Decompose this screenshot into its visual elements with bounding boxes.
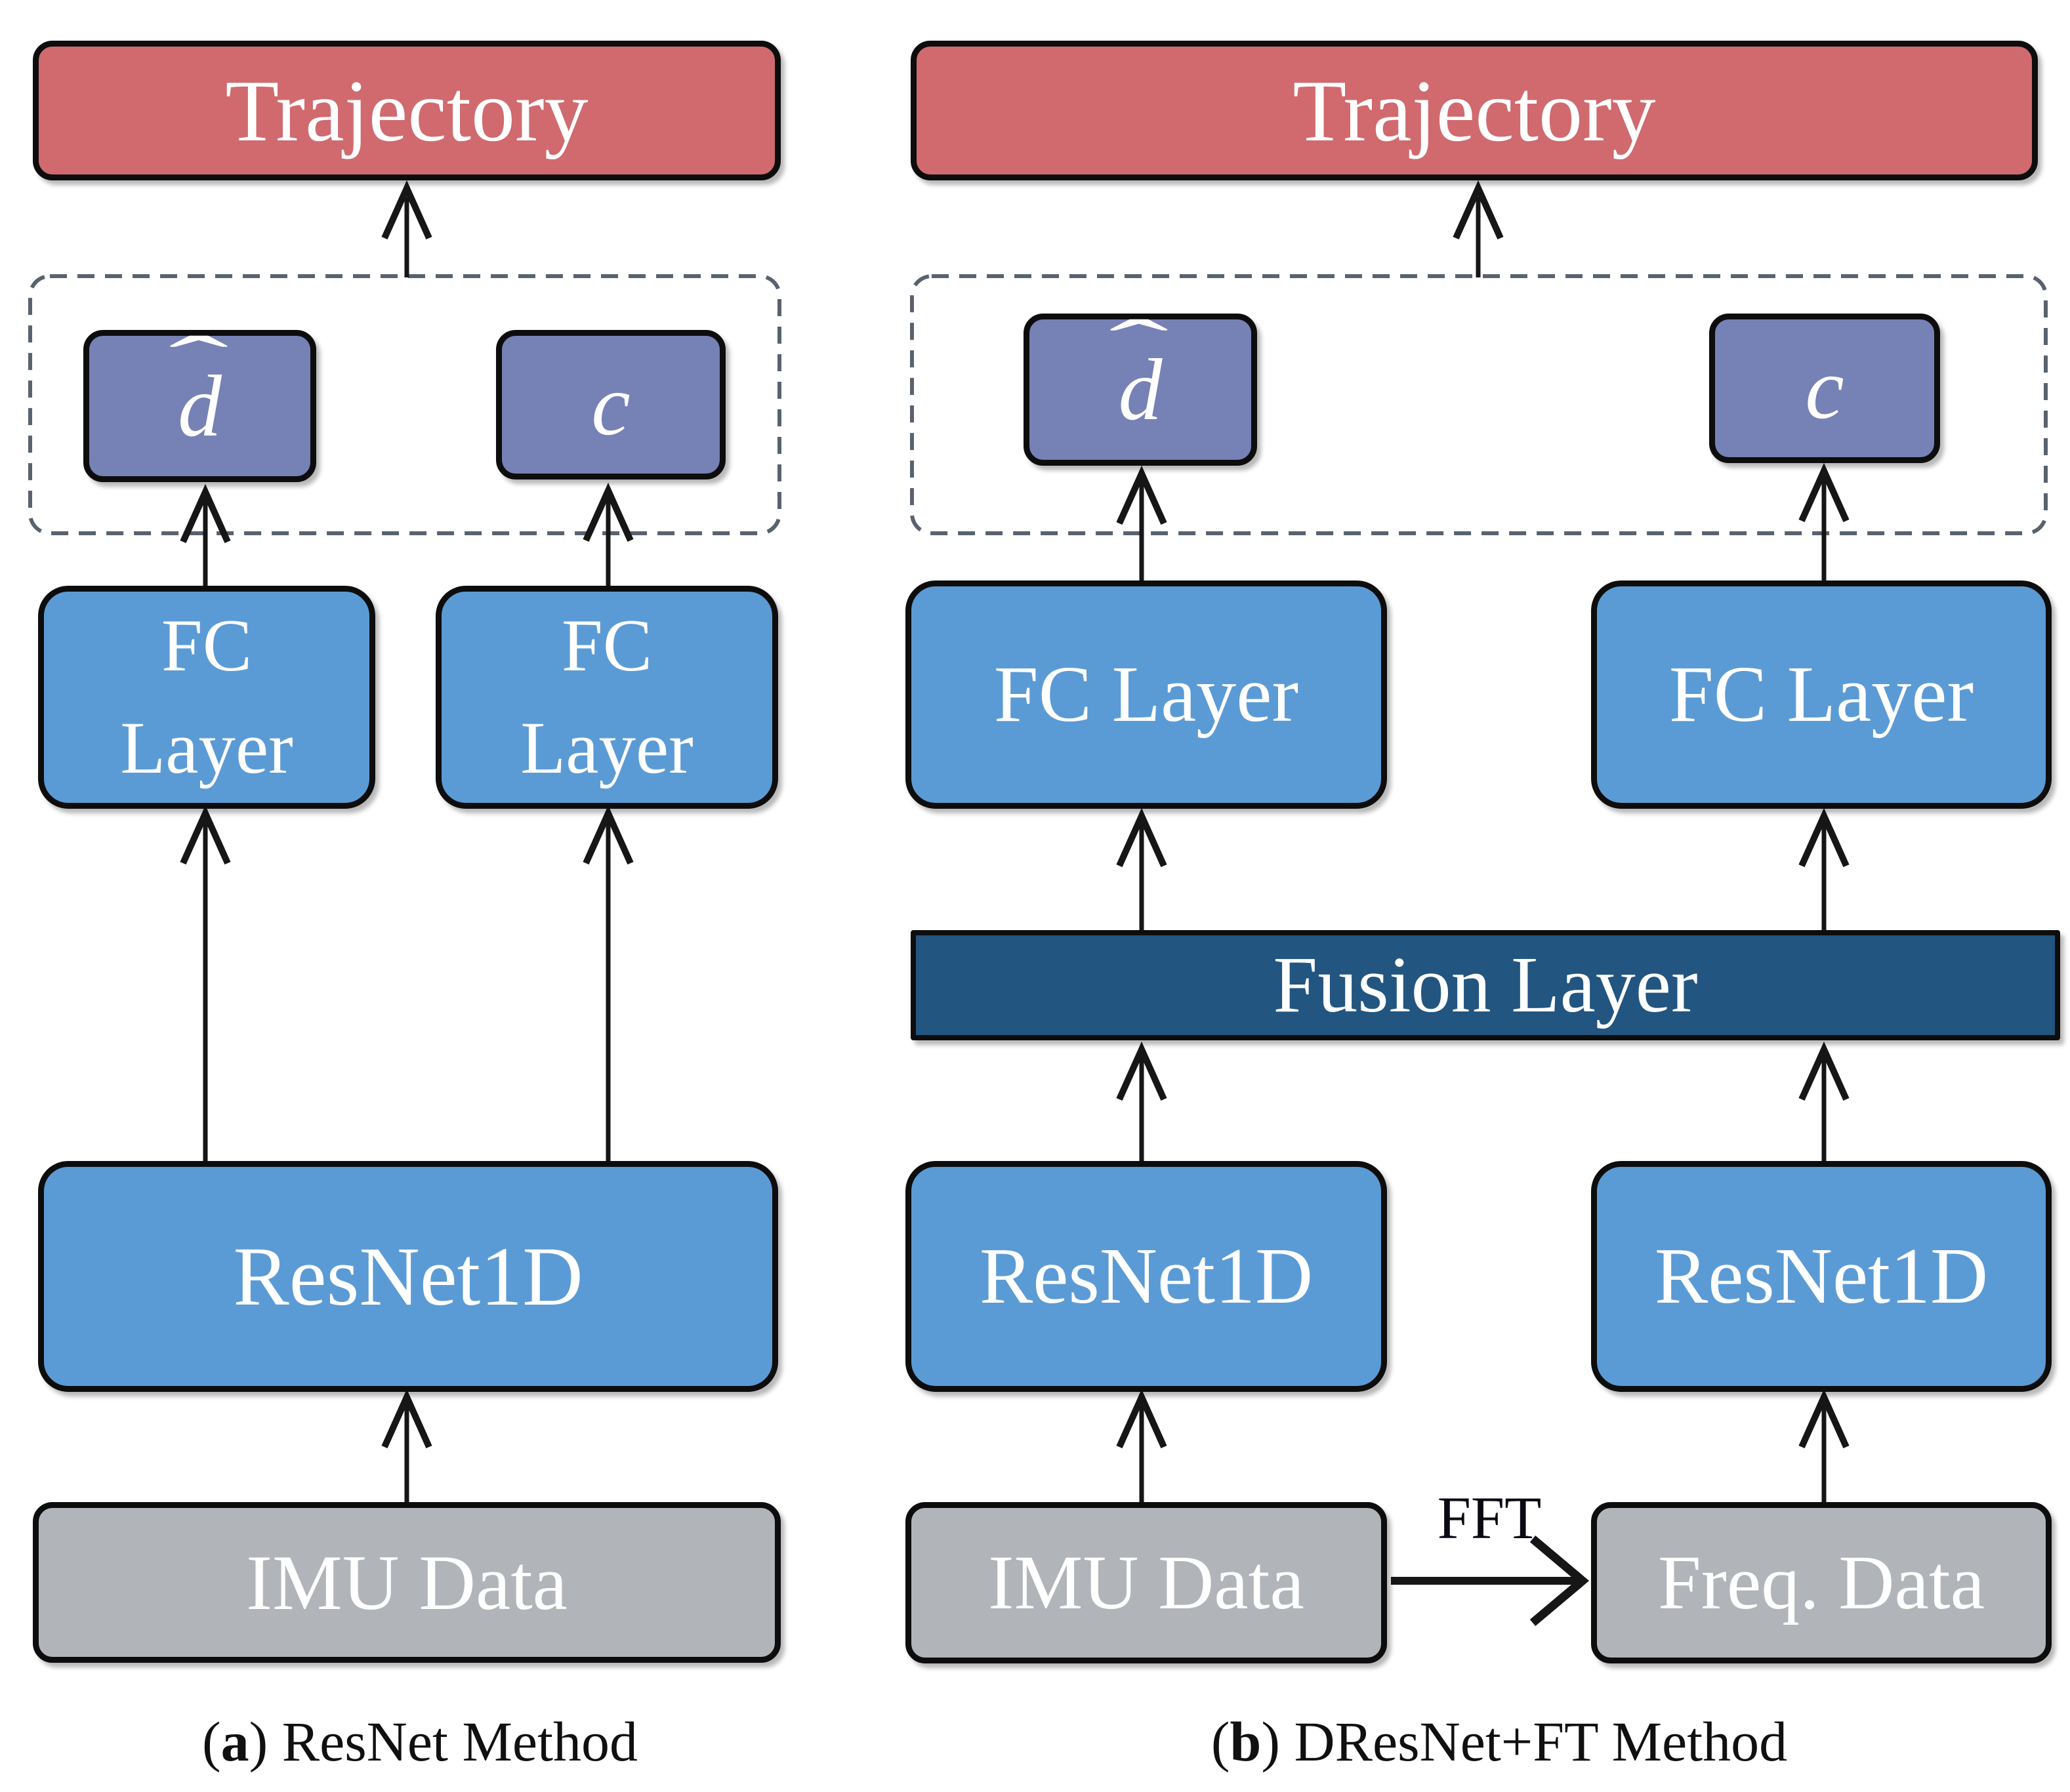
imu-data-label-b: IMU Data bbox=[988, 1539, 1304, 1625]
caption-b: (b) DResNet+FT Method bbox=[1083, 1711, 1916, 1773]
c-symbol-a: c bbox=[591, 356, 631, 453]
arrow-outputs-to-trajectory-b bbox=[1453, 180, 1504, 277]
fc-layer-box-1-b: FC Layer bbox=[905, 580, 1387, 809]
caption-b-letter: b bbox=[1230, 1710, 1262, 1773]
trajectory-label-b: Trajectory bbox=[1293, 62, 1656, 159]
arrow-fc1-to-dhat-a bbox=[180, 483, 231, 587]
resnet1d-box-a: ResNet1D bbox=[38, 1161, 778, 1392]
caption-a-rest: ) ResNet Method bbox=[249, 1710, 638, 1773]
arrow-fusion-to-fc1-b bbox=[1116, 807, 1167, 931]
trajectory-box-b: Trajectory bbox=[911, 41, 2038, 180]
caption-a: (a) ResNet Method bbox=[0, 1711, 840, 1773]
hat-accent-a: ˆ bbox=[168, 321, 228, 405]
freq-data-label-b: Freq. Data bbox=[1657, 1539, 1985, 1625]
hat-accent-b: ˆ bbox=[1109, 305, 1169, 388]
arrow-fusion-to-fc2-b bbox=[1798, 807, 1850, 931]
caption-b-rest: ) DResNet+FT Method bbox=[1261, 1710, 1788, 1773]
fc-layer-box-2-b: FC Layer bbox=[1591, 580, 2052, 809]
resnet1d-label-2-b: ResNet1D bbox=[1654, 1232, 1989, 1320]
arrow-resnet1-to-fusion-b bbox=[1116, 1041, 1167, 1162]
imu-data-box-a: IMU Data bbox=[33, 1502, 781, 1663]
arrow-resnet2-to-fusion-b bbox=[1798, 1041, 1850, 1162]
arrow-fft bbox=[1391, 1536, 1590, 1626]
trajectory-box-a: Trajectory bbox=[33, 41, 781, 180]
arrow-freq-to-resnet2-b bbox=[1798, 1389, 1850, 1503]
c-output-box-a: c bbox=[496, 330, 726, 479]
arrow-imu-to-resnet-a bbox=[381, 1389, 432, 1503]
arrow-resnet-to-fc2-a bbox=[583, 805, 634, 1162]
fft-label: FFT bbox=[1437, 1484, 1542, 1551]
resnet1d-box-1-b: ResNet1D bbox=[905, 1161, 1387, 1392]
caption-b-open: ( bbox=[1211, 1710, 1230, 1773]
fusion-layer-label: Fusion Layer bbox=[1273, 941, 1698, 1029]
c-output-box-b: c bbox=[1709, 314, 1940, 463]
arrow-fc1-to-dhat-b bbox=[1116, 465, 1167, 587]
arrow-fc2-to-c-a bbox=[583, 482, 634, 587]
arrow-outputs-to-trajectory-a bbox=[381, 180, 432, 277]
resnet1d-label-a: ResNet1D bbox=[233, 1229, 583, 1323]
resnet1d-box-2-b: ResNet1D bbox=[1591, 1161, 2052, 1392]
c-symbol-b: c bbox=[1805, 340, 1844, 437]
dhat-base-a: d bbox=[178, 357, 222, 455]
trajectory-label-a: Trajectory bbox=[225, 62, 589, 159]
fusion-layer-bar: Fusion Layer bbox=[911, 930, 2060, 1040]
caption-a-letter: a bbox=[220, 1710, 249, 1773]
fc-layer-label-2-b: FC Layer bbox=[1668, 650, 1974, 739]
arrow-fc2-to-c-b bbox=[1798, 462, 1850, 587]
imu-data-label-a: IMU Data bbox=[246, 1538, 568, 1626]
resnet1d-label-1-b: ResNet1D bbox=[979, 1232, 1314, 1320]
arrow-imu-to-resnet1-b bbox=[1116, 1389, 1167, 1503]
imu-data-box-b: IMU Data bbox=[905, 1502, 1387, 1663]
fc-layer-label-1-b: FC Layer bbox=[993, 650, 1299, 739]
dhat-base-b: d bbox=[1118, 341, 1163, 438]
freq-data-box-b: Freq. Data bbox=[1591, 1502, 2052, 1663]
arrow-resnet-to-fc1-a bbox=[180, 805, 231, 1162]
caption-a-open: ( bbox=[202, 1710, 221, 1773]
